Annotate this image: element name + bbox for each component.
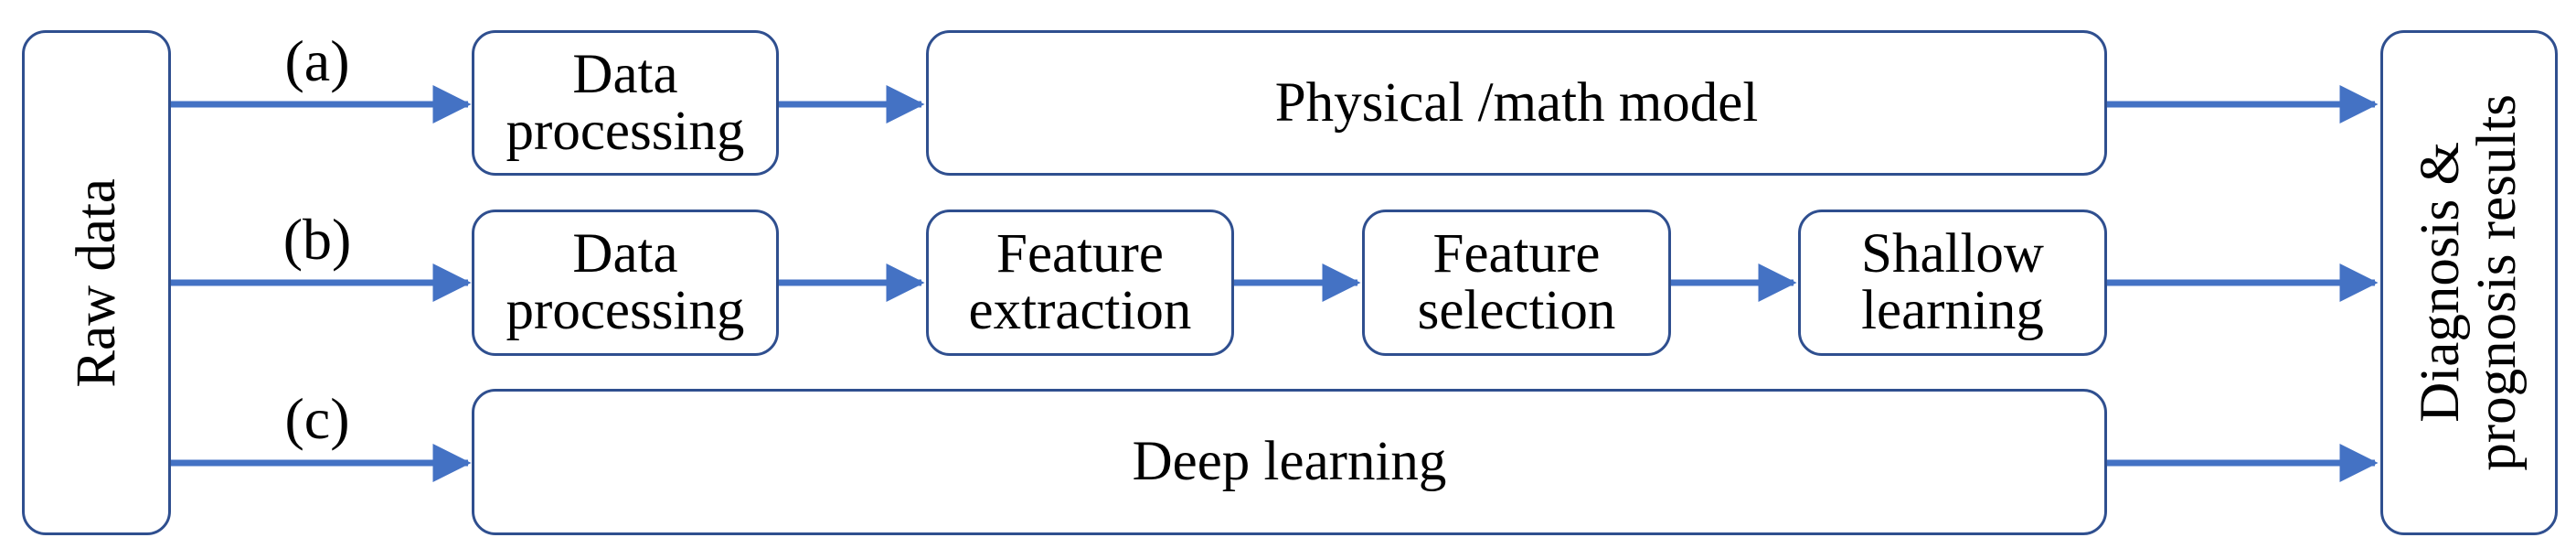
physical-math-model-box: Physical /math model — [926, 30, 2107, 176]
physical-math-model-label: Physical /math model — [1274, 71, 1759, 134]
raw-data-box: Raw data — [22, 30, 171, 535]
row-a-data-processing-line2: processing — [506, 100, 745, 162]
shallow-learning-box: Shallow learning — [1798, 210, 2107, 356]
row-a-data-processing-line1: Data — [572, 43, 678, 105]
row-a-data-processing-box: Data processing — [472, 30, 779, 176]
row-b-data-processing-line2: processing — [506, 280, 745, 341]
deep-learning-label: Deep learning — [1132, 431, 1447, 492]
feature-selection-box: Feature selection — [1362, 210, 1671, 356]
row-label-c: (c) — [284, 386, 350, 451]
feature-extraction-line2: extraction — [968, 280, 1192, 341]
output-label-line1: Diagnosis & — [2410, 142, 2471, 424]
row-b-data-processing-box: Data processing — [472, 210, 779, 356]
output-label: Diagnosis & prognosis results — [2410, 94, 2528, 471]
feature-extraction-line1: Feature — [996, 223, 1164, 285]
output-box: Diagnosis & prognosis results — [2380, 30, 2558, 535]
row-label-a: (a) — [284, 28, 350, 93]
row-b-data-processing-line1: Data — [572, 223, 678, 285]
deep-learning-box: Deep learning — [472, 389, 2107, 535]
shallow-learning-line2: learning — [1861, 280, 2044, 341]
shallow-learning-line1: Shallow — [1861, 223, 2044, 285]
output-label-line2: prognosis results — [2466, 94, 2528, 471]
row-label-b: (b) — [282, 207, 352, 272]
feature-selection-line2: selection — [1417, 280, 1616, 341]
feature-selection-line1: Feature — [1432, 223, 1601, 285]
feature-extraction-box: Feature extraction — [926, 210, 1234, 356]
raw-data-label: Raw data — [65, 177, 127, 388]
